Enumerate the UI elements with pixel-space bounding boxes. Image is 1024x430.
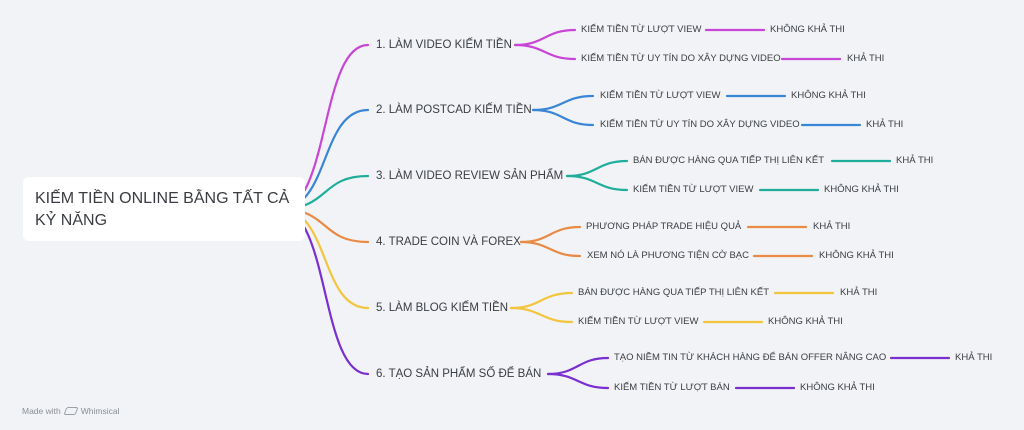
branch-4-label[interactable]: 4. TRADE COIN VÀ FOREX [376, 236, 521, 248]
outcome-5-1[interactable]: KHẢ THI [840, 287, 878, 298]
outcome-2-2[interactable]: KHẢ THI [866, 119, 904, 130]
outcome-1-2[interactable]: KHẢ THI [847, 53, 885, 64]
branch-2-lines [278, 94, 862, 211]
leaf-6-2[interactable]: KIẾM TIỀN TỪ LƯỢT BÁN [614, 382, 730, 393]
made-with-text: Made with [22, 406, 61, 416]
outcome-6-1[interactable]: KHẢ THI [955, 352, 993, 363]
branch-1-label[interactable]: 1. LÀM VIDEO KIẾM TIỀN [376, 39, 512, 51]
outcome-4-1[interactable]: KHẢ THI [813, 221, 851, 232]
leaf-3-2[interactable]: KIẾM TIỀN TỪ LƯỢT VIEW [633, 184, 754, 195]
outcome-2-1[interactable]: KHÔNG KHẢ THI [791, 90, 866, 101]
leaf-5-2[interactable]: KIẾM TIỀN TỪ LƯỢT VIEW [578, 316, 699, 327]
branch-6-label[interactable]: 6. TẠO SẢN PHẨM SỐ ĐỂ BÁN [376, 368, 542, 380]
leaf-4-1[interactable]: PHƯƠNG PHÁP TRADE HIỆU QUẢ [586, 221, 742, 232]
whimsical-brand-text: Whimsical [80, 406, 120, 416]
branch-2-label[interactable]: 2. LÀM POSTCAD KIẾM TIỀN [376, 104, 532, 116]
leaf-2-1[interactable]: KIẾM TIỀN TỪ LƯỢT VIEW [600, 90, 721, 101]
made-with-whimsical-badge[interactable]: Made with Whimsical [22, 406, 119, 416]
leaf-4-2[interactable]: XEM NÓ LÀ PHƯƠNG TIỆN CỜ BẠC [587, 250, 750, 261]
branch-5-label[interactable]: 5. LÀM BLOG KIẾM TIỀN [376, 302, 509, 314]
leaf-6-1[interactable]: TẠO NIỀM TIN TỪ KHÁCH HÀNG ĐỂ BÁN OFFER … [614, 352, 887, 363]
outcome-6-2[interactable]: KHÔNG KHẢ THI [800, 382, 875, 393]
outcome-3-2[interactable]: KHÔNG KHẢ THI [824, 184, 899, 195]
branch-3-label[interactable]: 3. LÀM VIDEO REVIEW SẢN PHẨM [376, 170, 564, 182]
whimsical-logo-icon [63, 407, 79, 415]
leaf-5-1[interactable]: BÁN ĐƯỢC HÀNG QUA TIẾP THỊ LIÊN KẾT [578, 287, 769, 298]
outcome-4-2[interactable]: KHÔNG KHẢ THI [819, 250, 894, 261]
leaf-1-1[interactable]: KIẾM TIỀN TỪ LƯỢT VIEW [581, 24, 702, 35]
root-node[interactable]: KIẾM TIỀN ONLINE BẰNG TẤT CẢ KỶ NĂNG [23, 177, 305, 241]
outcome-5-2[interactable]: KHÔNG KHẢ THI [768, 316, 843, 327]
outcome-3-1[interactable]: KHẢ THI [896, 155, 934, 166]
leaf-2-2[interactable]: KIẾM TIỀN TỪ UY TÍN DO XÂY DỰNG VIDEO [600, 119, 800, 130]
leaf-1-2[interactable]: KIẾM TIỀN TỪ UY TÍN DO XÂY DỰNG VIDEO [581, 53, 781, 64]
branch-3-lines [278, 159, 892, 211]
leaf-3-1[interactable]: BÁN ĐƯỢC HÀNG QUA TIẾP THỊ LIÊN KẾT [633, 155, 824, 166]
outcome-1-1[interactable]: KHÔNG KHẢ THI [770, 24, 845, 35]
